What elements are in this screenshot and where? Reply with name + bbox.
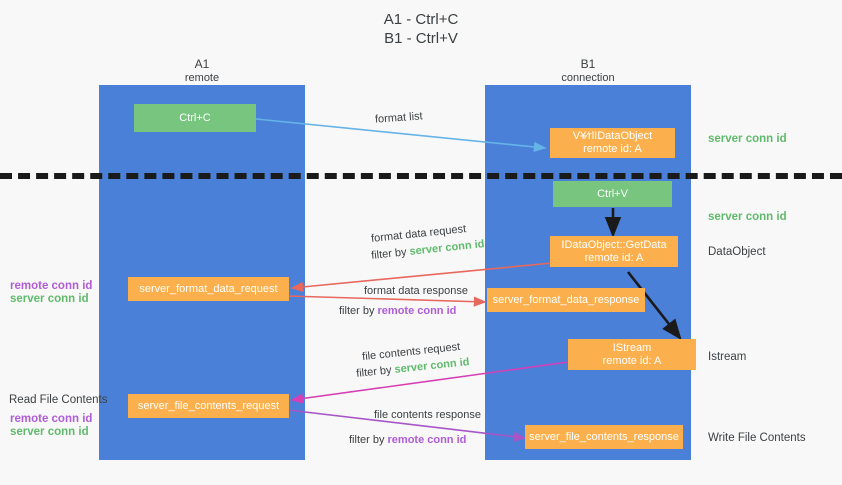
page-title: A1 - Ctrl+C B1 - Ctrl+V bbox=[0, 10, 842, 48]
annotation-fcres-value: remote conn id bbox=[388, 434, 467, 446]
lane-b1-name: B1 bbox=[485, 57, 691, 71]
box-idataobject[interactable]: V¥⁄rlIDataObject remote id: A bbox=[550, 128, 675, 158]
label-istream: Istream bbox=[708, 350, 746, 364]
label-remote-conn-id-1: remote conn id bbox=[10, 279, 92, 293]
label-read-file-contents: Read File Contents bbox=[9, 393, 107, 407]
box-istream-line1: IStream bbox=[613, 342, 652, 355]
box-server-format-data-response-label: server_format_data_response bbox=[493, 294, 640, 307]
annotation-format-data-response-filter: filter by remote conn id bbox=[339, 304, 456, 319]
annotation-format-list: format list bbox=[375, 109, 424, 127]
box-ctrl-v[interactable]: Ctrl+V bbox=[553, 181, 672, 207]
box-server-file-contents-response-label: server_file_contents_response bbox=[529, 431, 679, 444]
box-istream[interactable]: IStream remote id: A bbox=[568, 339, 696, 370]
box-server-format-data-request-label: server_format_data_request bbox=[139, 283, 277, 296]
label-server-conn-id-1: server conn id bbox=[10, 292, 89, 306]
box-istream-line2: remote id: A bbox=[603, 355, 662, 368]
title-line-1: A1 - Ctrl+C bbox=[0, 10, 842, 29]
box-server-file-contents-request-label: server_file_contents_request bbox=[138, 400, 279, 413]
annotation-fdres-value: remote conn id bbox=[378, 305, 457, 317]
box-getdata-line1: IDataObject::GetData bbox=[561, 239, 666, 252]
box-idataobject-line2: remote id: A bbox=[583, 143, 642, 156]
title-line-2: B1 - Ctrl+V bbox=[0, 29, 842, 48]
lane-a1-sub: remote bbox=[99, 71, 305, 85]
label-dataobject: DataObject bbox=[708, 245, 766, 259]
box-ctrl-c[interactable]: Ctrl+C bbox=[134, 104, 256, 132]
annotation-file-contents-response: file contents response bbox=[374, 408, 481, 423]
annotation-fdreq-prefix: filter by bbox=[371, 246, 411, 262]
phase-divider bbox=[0, 173, 842, 179]
box-getdata[interactable]: IDataObject::GetData remote id: A bbox=[550, 236, 678, 267]
annotation-fcres-prefix: filter by bbox=[349, 434, 388, 446]
box-ctrl-c-label: Ctrl+C bbox=[179, 112, 210, 125]
box-ctrl-v-label: Ctrl+V bbox=[597, 188, 628, 201]
box-getdata-line2: remote id: A bbox=[585, 252, 644, 265]
annotation-format-data-response: format data response bbox=[364, 284, 468, 299]
label-write-file-contents: Write File Contents bbox=[708, 431, 806, 445]
lane-header-b1: B1 connection bbox=[485, 57, 691, 85]
annotation-file-contents-response-filter: filter by remote conn id bbox=[349, 433, 466, 448]
box-idataobject-line1: V¥⁄rlIDataObject bbox=[573, 130, 652, 143]
lane-b1-sub: connection bbox=[485, 71, 691, 85]
annotation-fdres-prefix: filter by bbox=[339, 305, 378, 317]
lane-header-a1: A1 remote bbox=[99, 57, 305, 85]
lane-a1-name: A1 bbox=[99, 57, 305, 71]
label-server-conn-id-2: server conn id bbox=[10, 425, 89, 439]
label-remote-conn-id-2: remote conn id bbox=[10, 412, 92, 426]
annotation-fcreq-prefix: filter by bbox=[356, 364, 396, 380]
label-server-conn-id-mid: server conn id bbox=[708, 210, 787, 224]
box-server-file-contents-request[interactable]: server_file_contents_request bbox=[128, 394, 289, 418]
box-server-file-contents-response[interactable]: server_file_contents_response bbox=[525, 425, 683, 449]
label-server-conn-id-top: server conn id bbox=[708, 132, 787, 146]
box-server-format-data-response[interactable]: server_format_data_response bbox=[487, 288, 645, 312]
box-server-format-data-request[interactable]: server_format_data_request bbox=[128, 277, 289, 301]
